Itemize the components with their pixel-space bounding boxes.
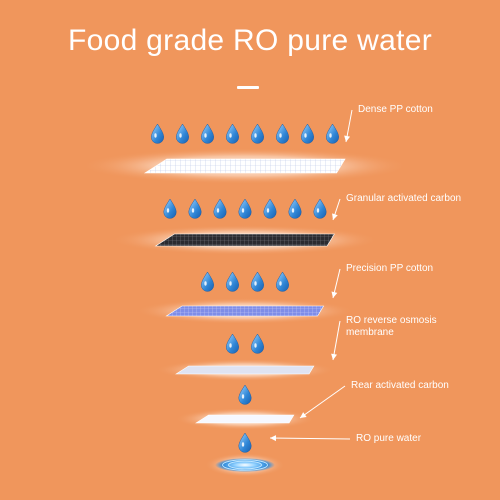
splash-ripple	[222, 459, 268, 471]
drop-highlight	[216, 208, 220, 213]
filter-sheet	[165, 305, 325, 317]
drop-highlight	[204, 281, 207, 286]
drop-highlight	[329, 133, 332, 138]
water-drop-icon	[201, 271, 214, 292]
water-drop-icon	[151, 123, 164, 144]
drop-highlight	[204, 133, 207, 138]
drop-highlight	[316, 208, 320, 213]
water-drop-icon	[226, 333, 239, 354]
drop-highlight	[241, 442, 245, 447]
filter-sheet	[175, 365, 315, 375]
water-drop-icon	[188, 198, 202, 219]
water-drop-icon	[163, 198, 177, 219]
water-drop-icon	[238, 384, 252, 405]
drop-highlight	[191, 208, 195, 213]
drop-highlight	[254, 133, 257, 138]
layer-label: RO reverse osmosis membrane	[346, 315, 437, 338]
water-drop-icon	[201, 123, 214, 144]
arrow-head-icon	[270, 435, 277, 442]
water-drop-icon	[238, 198, 252, 219]
water-drop-icon	[276, 271, 289, 292]
splash-ripple	[228, 460, 262, 470]
drop-highlight	[279, 281, 282, 286]
water-drop-icon	[301, 123, 314, 144]
water-drop-icon	[226, 271, 239, 292]
drop-highlight	[291, 208, 295, 213]
arrow-head-icon	[331, 353, 338, 360]
drop-highlight	[241, 394, 245, 399]
leader-line	[332, 320, 341, 361]
drop-highlight	[304, 133, 307, 138]
leader-line	[269, 437, 351, 440]
layer-label: Precision PP cotton	[346, 263, 434, 274]
layer-label: Dense PP cotton	[358, 104, 433, 115]
drop-highlight	[179, 133, 182, 138]
drop-highlight	[254, 343, 257, 348]
water-drop-icon	[251, 271, 264, 292]
leader-line	[299, 385, 346, 419]
water-drop-icon	[213, 198, 227, 219]
title-underline	[237, 86, 259, 89]
layer-label: Granular activated carbon	[346, 193, 462, 204]
water-drop-icon	[238, 432, 252, 453]
arrow-head-icon	[332, 213, 338, 220]
drop-highlight	[154, 133, 157, 138]
arrow-head-icon	[300, 412, 307, 418]
water-drop-icon	[263, 198, 277, 219]
water-drop-icon	[313, 198, 327, 219]
drop-highlight	[266, 208, 270, 213]
filter-sheet	[154, 233, 335, 247]
drop-highlight	[229, 133, 232, 138]
drop-highlight	[241, 208, 245, 213]
drop-highlight	[166, 208, 170, 213]
drop-highlight	[229, 343, 232, 348]
arrow-head-icon	[331, 291, 338, 298]
water-drop-icon	[226, 123, 239, 144]
filter-sheet	[195, 414, 295, 424]
drop-highlight	[254, 281, 257, 286]
water-drop-icon	[288, 198, 302, 219]
layer-label: RO pure water	[356, 433, 422, 444]
filter-sheet	[143, 158, 346, 174]
drop-highlight	[279, 133, 282, 138]
water-drop-icon	[326, 123, 339, 144]
drop-highlight	[229, 281, 232, 286]
water-drop-icon	[276, 123, 289, 144]
layer-label: Rear activated carbon	[351, 380, 449, 391]
page-title: Food grade RO pure water	[67, 24, 433, 57]
arrow-head-icon	[344, 135, 351, 142]
water-drop-icon	[176, 123, 189, 144]
water-drop-icon	[251, 333, 264, 354]
water-drop-icon	[251, 123, 264, 144]
